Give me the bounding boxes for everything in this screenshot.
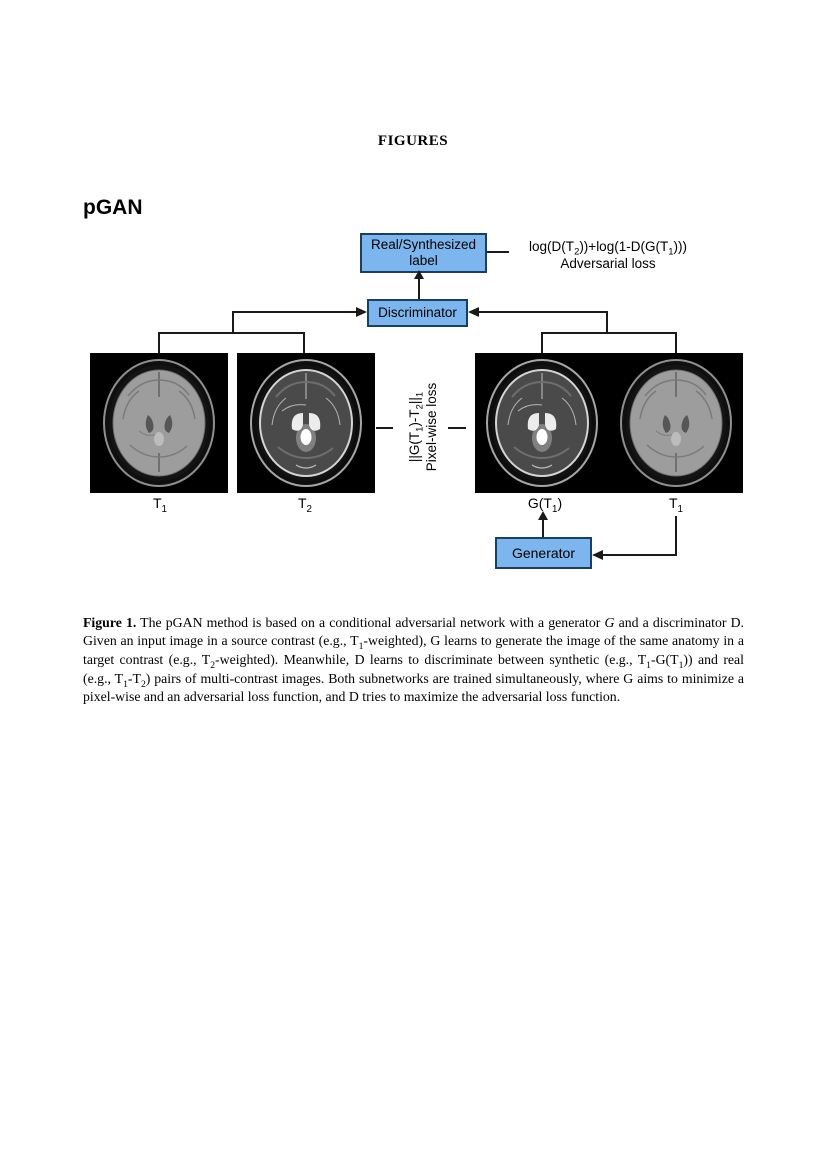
figure-caption: Figure 1. The pGAN method is based on a … bbox=[83, 614, 745, 705]
generator-box: Generator bbox=[495, 537, 592, 569]
arrow-left-icon bbox=[468, 307, 479, 317]
connector-left-to-disc bbox=[232, 311, 356, 313]
connector-t1-to-gen bbox=[602, 554, 677, 556]
generator-label: Generator bbox=[511, 545, 576, 561]
connector-t1-down bbox=[675, 516, 677, 556]
discriminator-box: Discriminator bbox=[367, 299, 468, 327]
adversarial-loss-block: log(D(T2))+log(1-D(G(T1))) Adversarial l… bbox=[505, 238, 711, 272]
adversarial-loss-formula: log(D(T2))+log(1-D(G(T1))) bbox=[529, 239, 687, 258]
real-synthesized-label-box: Real/Synthesized label bbox=[360, 233, 487, 273]
pixelwise-loss-block: ||G(T1)-T2||1 Pixel-wise loss bbox=[406, 383, 440, 472]
right-bracket-drop-gt1 bbox=[541, 332, 543, 353]
left-bracket-drop-t2 bbox=[303, 332, 305, 353]
adversarial-loss-caption: Adversarial loss bbox=[560, 256, 656, 271]
discriminator-label: Discriminator bbox=[378, 305, 457, 320]
image-label-gt1: G(T1) bbox=[527, 495, 563, 515]
figures-heading: FIGURES bbox=[377, 133, 449, 149]
arrow-right-icon bbox=[356, 307, 367, 317]
arrow-left-generator-icon bbox=[592, 550, 603, 560]
pixelwise-dash-left bbox=[376, 427, 393, 429]
left-bracket-riser bbox=[232, 311, 234, 334]
pixelwise-dash-right bbox=[448, 427, 466, 429]
pixelwise-loss-caption: Pixel-wise loss bbox=[424, 382, 439, 472]
mri-t2-target-image bbox=[237, 353, 375, 493]
right-bracket-riser bbox=[606, 311, 608, 334]
pixelwise-loss-formula: ||G(T1)-T2||1 bbox=[407, 391, 426, 463]
left-bracket bbox=[158, 332, 305, 334]
connector-gen-to-gt1 bbox=[542, 519, 544, 537]
pgan-method-label: pGAN bbox=[83, 196, 143, 219]
arrow-up-generator-icon bbox=[538, 511, 548, 520]
image-label-t1: T1 bbox=[152, 495, 167, 515]
image-label-t1-right: T1 bbox=[668, 495, 683, 515]
label-box-line1: Real/Synthesized bbox=[370, 237, 477, 252]
right-bracket bbox=[541, 332, 677, 334]
connector-labelbox-loss bbox=[487, 251, 509, 253]
mri-synthesized-pair-image bbox=[475, 353, 743, 493]
arrow-up-icon bbox=[414, 270, 424, 279]
label-box-line2: label bbox=[409, 253, 438, 268]
mri-t1-source-image bbox=[90, 353, 228, 493]
left-bracket-drop-t1 bbox=[158, 332, 160, 353]
connector-disc-to-labelbox bbox=[418, 278, 420, 299]
image-label-t2: T2 bbox=[297, 495, 312, 515]
right-bracket-drop-t1 bbox=[675, 332, 677, 353]
connector-right-to-disc bbox=[479, 311, 608, 313]
